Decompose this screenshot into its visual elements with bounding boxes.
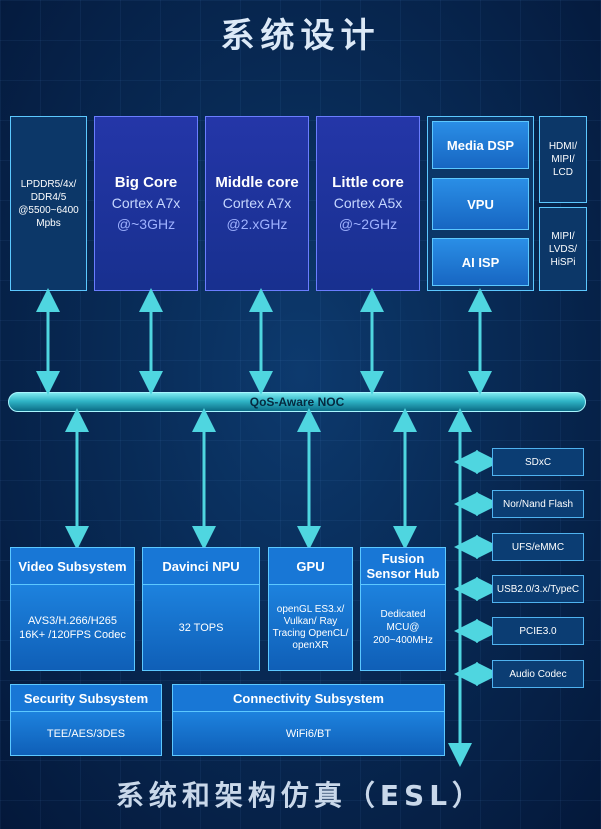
npu-subsystem: Davinci NPU 32 TOPS: [142, 547, 260, 671]
connectivity-subsystem: Connectivity Subsystem WiFi6/BT: [172, 684, 445, 756]
ai-isp-label: AI ISP: [461, 254, 500, 270]
video-subsystem-body: AVS3/H.266/H265 16K+ /120FPS Codec: [11, 585, 134, 670]
peripheral-audio: Audio Codec: [492, 660, 584, 688]
footer-caption: 系统和架构仿真（ESL）: [115, 779, 486, 812]
npu-title: Davinci NPU: [143, 548, 259, 585]
video-subsystem: Video Subsystem AVS3/H.266/H265 16K+ /12…: [10, 547, 135, 671]
sensor-hub-body: Dedicated MCU@ 200~400MHz: [361, 585, 445, 670]
media-dsp-label: Media DSP: [446, 137, 515, 153]
big-core-name: Big Core: [114, 173, 178, 191]
connectivity-title: Connectivity Subsystem: [173, 685, 444, 712]
display-interface-top: HDMI/ MIPI/ LCD: [539, 116, 587, 203]
page-title: 系统设计: [220, 16, 381, 56]
peripheral-flash: Nor/Nand Flash: [492, 490, 584, 518]
middle-core-block: Middle core Cortex A7x @2.xGHz: [205, 116, 309, 291]
npu-body: 32 TOPS: [143, 585, 259, 670]
peripheral-usb: USB2.0/3.x/TypeC: [492, 575, 584, 603]
display-bottom-label: MIPI/ LVDS/ HiSPi: [548, 230, 578, 268]
little-core-arch: Cortex A5x: [333, 194, 403, 211]
big-core-block: Big Core Cortex A7x @~3GHz: [94, 116, 198, 291]
little-core-freq: @~2GHz: [338, 215, 398, 232]
big-core-freq: @~3GHz: [116, 215, 176, 232]
middle-core-arch: Cortex A7x: [222, 194, 292, 211]
peripheral-pcie: PCIE3.0: [492, 617, 584, 645]
big-core-arch: Cortex A7x: [111, 194, 181, 211]
little-core-name: Little core: [332, 173, 404, 191]
gpu-body: openGL ES3.x/ Vulkan/ Ray Tracing OpenCL…: [269, 585, 352, 670]
security-subsystem: Security Subsystem TEE/AES/3DES: [10, 684, 162, 756]
gpu-subsystem: GPU openGL ES3.x/ Vulkan/ Ray Tracing Op…: [268, 547, 353, 671]
display-interface-bottom: MIPI/ LVDS/ HiSPi: [539, 207, 587, 291]
sensor-hub-title: Fusion Sensor Hub: [361, 548, 445, 585]
memory-label: LPDDR5/4x/ DDR4/5 @5500~6400 Mpbs: [18, 178, 79, 229]
video-subsystem-title: Video Subsystem: [11, 548, 134, 585]
memory-block: LPDDR5/4x/ DDR4/5 @5500~6400 Mpbs: [10, 116, 87, 291]
sensor-hub-subsystem: Fusion Sensor Hub Dedicated MCU@ 200~400…: [360, 547, 446, 671]
security-title: Security Subsystem: [11, 685, 161, 712]
little-core-block: Little core Cortex A5x @~2GHz: [316, 116, 420, 291]
vpu-block: VPU: [432, 178, 529, 230]
security-body: TEE/AES/3DES: [11, 712, 161, 755]
display-top-label: HDMI/ MIPI/ LCD: [548, 141, 578, 178]
media-dsp-block: Media DSP: [432, 121, 529, 169]
gpu-title: GPU: [269, 548, 352, 585]
noc-bus-label: QoS-Aware NOC: [249, 395, 345, 409]
peripheral-sdxc: SDxC: [492, 448, 584, 476]
connectivity-body: WiFi6/BT: [173, 712, 444, 755]
vpu-label: VPU: [467, 196, 494, 212]
peripheral-ufs: UFS/eMMC: [492, 533, 584, 561]
ai-isp-block: AI ISP: [432, 238, 529, 286]
middle-core-name: Middle core: [215, 173, 299, 191]
middle-core-freq: @2.xGHz: [226, 215, 288, 232]
